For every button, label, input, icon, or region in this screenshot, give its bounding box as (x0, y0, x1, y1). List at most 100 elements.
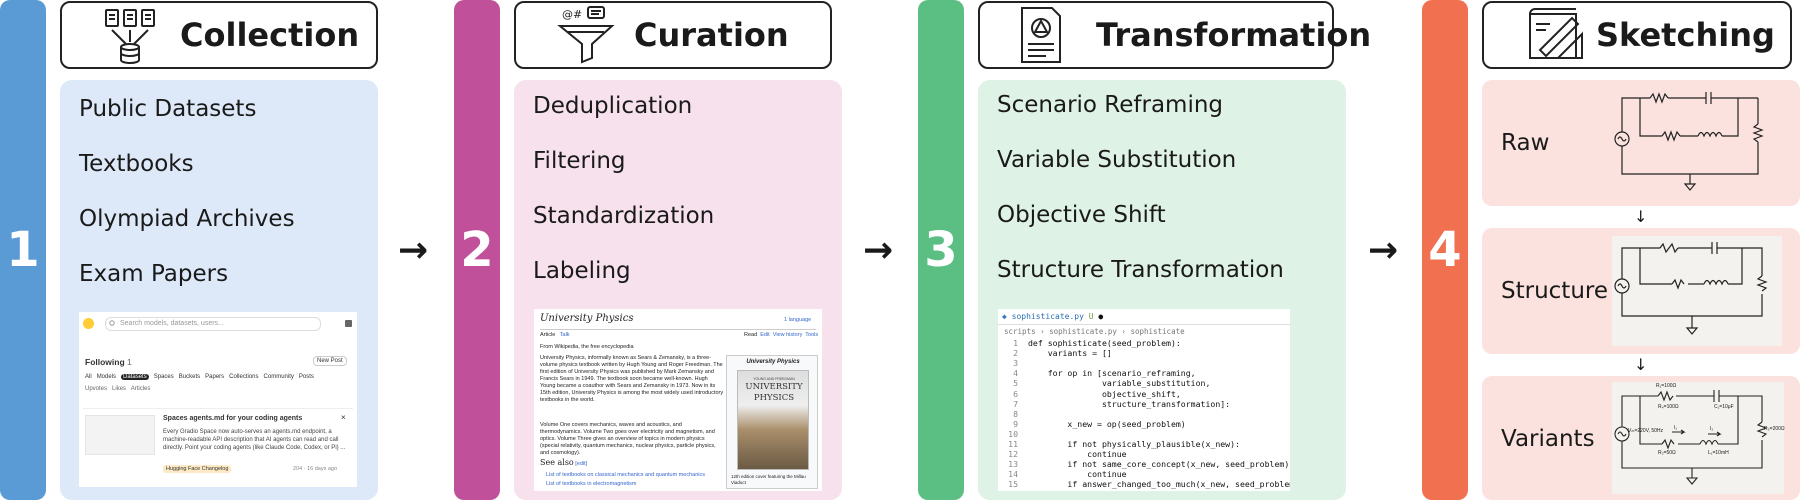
edit-link[interactable]: [edit] (575, 461, 588, 467)
tab-read[interactable]: Read (744, 332, 758, 338)
line-number: 4 (1013, 368, 1018, 379)
transformation-item: Objective Shift (997, 202, 1166, 228)
tab-talk[interactable]: Talk (559, 332, 570, 338)
see-also-link[interactable]: List of textbooks on classical mechanics… (546, 472, 705, 478)
collection-header: Collection (60, 1, 378, 69)
post-tag[interactable]: Hugging Face Changelog (163, 465, 232, 473)
transformation-item: Structure Transformation (997, 257, 1284, 283)
wiki-source: From Wikipedia, the free encyclopedia (540, 344, 634, 350)
label-rint: R₄=100Ω (1658, 404, 1679, 410)
line-number: 10 (1008, 428, 1018, 439)
svg-text:@#: @# (562, 8, 582, 21)
filter-tab[interactable]: Collections (229, 374, 259, 380)
tab-edit[interactable]: Edit (760, 332, 770, 338)
label-r3: R₃=200Ω (1764, 426, 1785, 432)
code-line: x_new = op(seed_problem) (1028, 418, 1186, 429)
line-number: 1 (1013, 338, 1018, 348)
funnel-filter-icon: @# (557, 6, 615, 64)
step-number: 1 (6, 222, 40, 278)
line-number: 8 (1013, 408, 1018, 419)
post-meta: 204 · 16 days ago (293, 466, 338, 472)
down-arrow: ↓ (1634, 355, 1648, 374)
new-post-button[interactable]: New Post (313, 356, 347, 366)
transformation-item: Variable Substitution (997, 147, 1237, 173)
see-also-link[interactable]: List of textbooks in electromagnetism (546, 481, 637, 487)
filter-tab[interactable]: All (85, 374, 92, 380)
stage-label: Raw (1501, 130, 1550, 156)
document-transform-icon (1021, 7, 1061, 63)
circuit-variants-wires (1614, 390, 1768, 485)
menu-icon[interactable] (345, 320, 352, 327)
filter-tab[interactable]: Datasets (121, 374, 149, 380)
code-line: variable_substitution, (1028, 378, 1211, 389)
tab-tools[interactable]: Tools (805, 332, 819, 338)
code-line: def sophisticate(seed_problem): (1028, 338, 1181, 348)
collection-item: Exam Papers (79, 261, 229, 287)
post-thumbnail (85, 415, 155, 455)
filter-tab[interactable]: Spaces (153, 374, 174, 380)
step-4-bar: 4 (1422, 0, 1468, 500)
tab-article[interactable]: Article (540, 332, 556, 338)
label-i1: I₁ (1674, 425, 1678, 431)
wiki-tabs-right: Read Edit View history Tools (744, 332, 818, 339)
stage-label: Variants (1501, 426, 1595, 452)
breadcrumb-item[interactable]: scripts (1004, 327, 1036, 336)
post-title[interactable]: Spaces agents.md for your coding agents (163, 415, 303, 422)
code-line: continue (1028, 449, 1127, 460)
line-number: 2 (1013, 348, 1018, 359)
line-number: 7 (1013, 398, 1018, 409)
language-button[interactable]: 1 language (784, 317, 812, 323)
search-input[interactable]: Search models, datasets, users... (105, 317, 321, 331)
filter-tab[interactable]: Posts (298, 374, 314, 380)
flow-arrow: → (1368, 230, 1399, 271)
stage-label: Structure (1501, 278, 1608, 304)
blueprint-sketch-icon (1529, 8, 1583, 59)
close-icon[interactable]: × (341, 413, 346, 422)
filter-tab[interactable]: Articles (130, 386, 151, 392)
huggingface-logo (83, 318, 94, 329)
curation-item: Filtering (533, 148, 626, 174)
code-editor-screenshot: ◆ sophisticate.py U ● scripts › sophisti… (998, 309, 1290, 491)
breadcrumb-item[interactable]: sophisticate.py (1049, 327, 1117, 336)
infobox-title: University Physics (746, 359, 800, 365)
step-2-bar: 2 (454, 0, 500, 500)
editor-tab[interactable]: ◆ sophisticate.py U ● (1002, 312, 1103, 321)
wiki-tabs-left: Article Talk (540, 332, 570, 339)
step-number: 4 (1428, 222, 1462, 278)
transformation-item: Scenario Reframing (997, 92, 1224, 118)
filter-tab[interactable]: Papers (205, 374, 225, 380)
post-card[interactable]: Spaces agents.md for your coding agents … (83, 408, 353, 480)
see-also-label: See also (540, 458, 574, 467)
code-line: if not same_core_concept(x_new, seed_pro… (1028, 459, 1290, 470)
line-number: 11 (1008, 439, 1018, 449)
filter-tab[interactable]: Buckets (178, 374, 201, 380)
header-title: Transformation (1096, 16, 1372, 54)
curation-item: Standardization (533, 203, 715, 229)
filter-tab[interactable]: Community (263, 374, 294, 380)
filter-tab[interactable]: Models (96, 374, 117, 380)
label-l1: L₁=10mH (1708, 450, 1729, 456)
line-number: 9 (1013, 418, 1018, 429)
code-line: for op in [scenario_reframing, (1028, 368, 1196, 379)
filter-tab[interactable]: Likes (112, 386, 127, 392)
breadcrumb-item[interactable]: sophisticate (1130, 327, 1185, 336)
search-icon (109, 320, 115, 326)
filter-tab[interactable]: Upvotes (85, 386, 108, 392)
line-number: 5 (1013, 378, 1018, 389)
transformation-header: Transformation (978, 1, 1371, 69)
tab-history[interactable]: View history (772, 332, 803, 338)
line-number: 12 (1008, 449, 1018, 460)
see-also-heading: See also [edit] (540, 459, 587, 468)
filter-tabs-secondary: Upvotes Likes Articles (85, 386, 150, 392)
line-number: 15 (1008, 479, 1018, 490)
step-number: 3 (924, 222, 958, 278)
label-i2: I₂ (1710, 426, 1714, 432)
wiki-paragraph: Volume One covers mechanics, waves and a… (540, 422, 716, 456)
database-documents-icon (105, 9, 155, 64)
label-r2: R₂=50Ω (1658, 450, 1676, 456)
line-number: 14 (1008, 469, 1018, 480)
cover-authors: YOUNG AND FREEDMAN (753, 377, 795, 381)
wikipedia-screenshot: University Physics 1 language Article Ta… (534, 309, 822, 491)
breadcrumb: scripts › sophisticate.py › sophisticate (1004, 327, 1185, 336)
